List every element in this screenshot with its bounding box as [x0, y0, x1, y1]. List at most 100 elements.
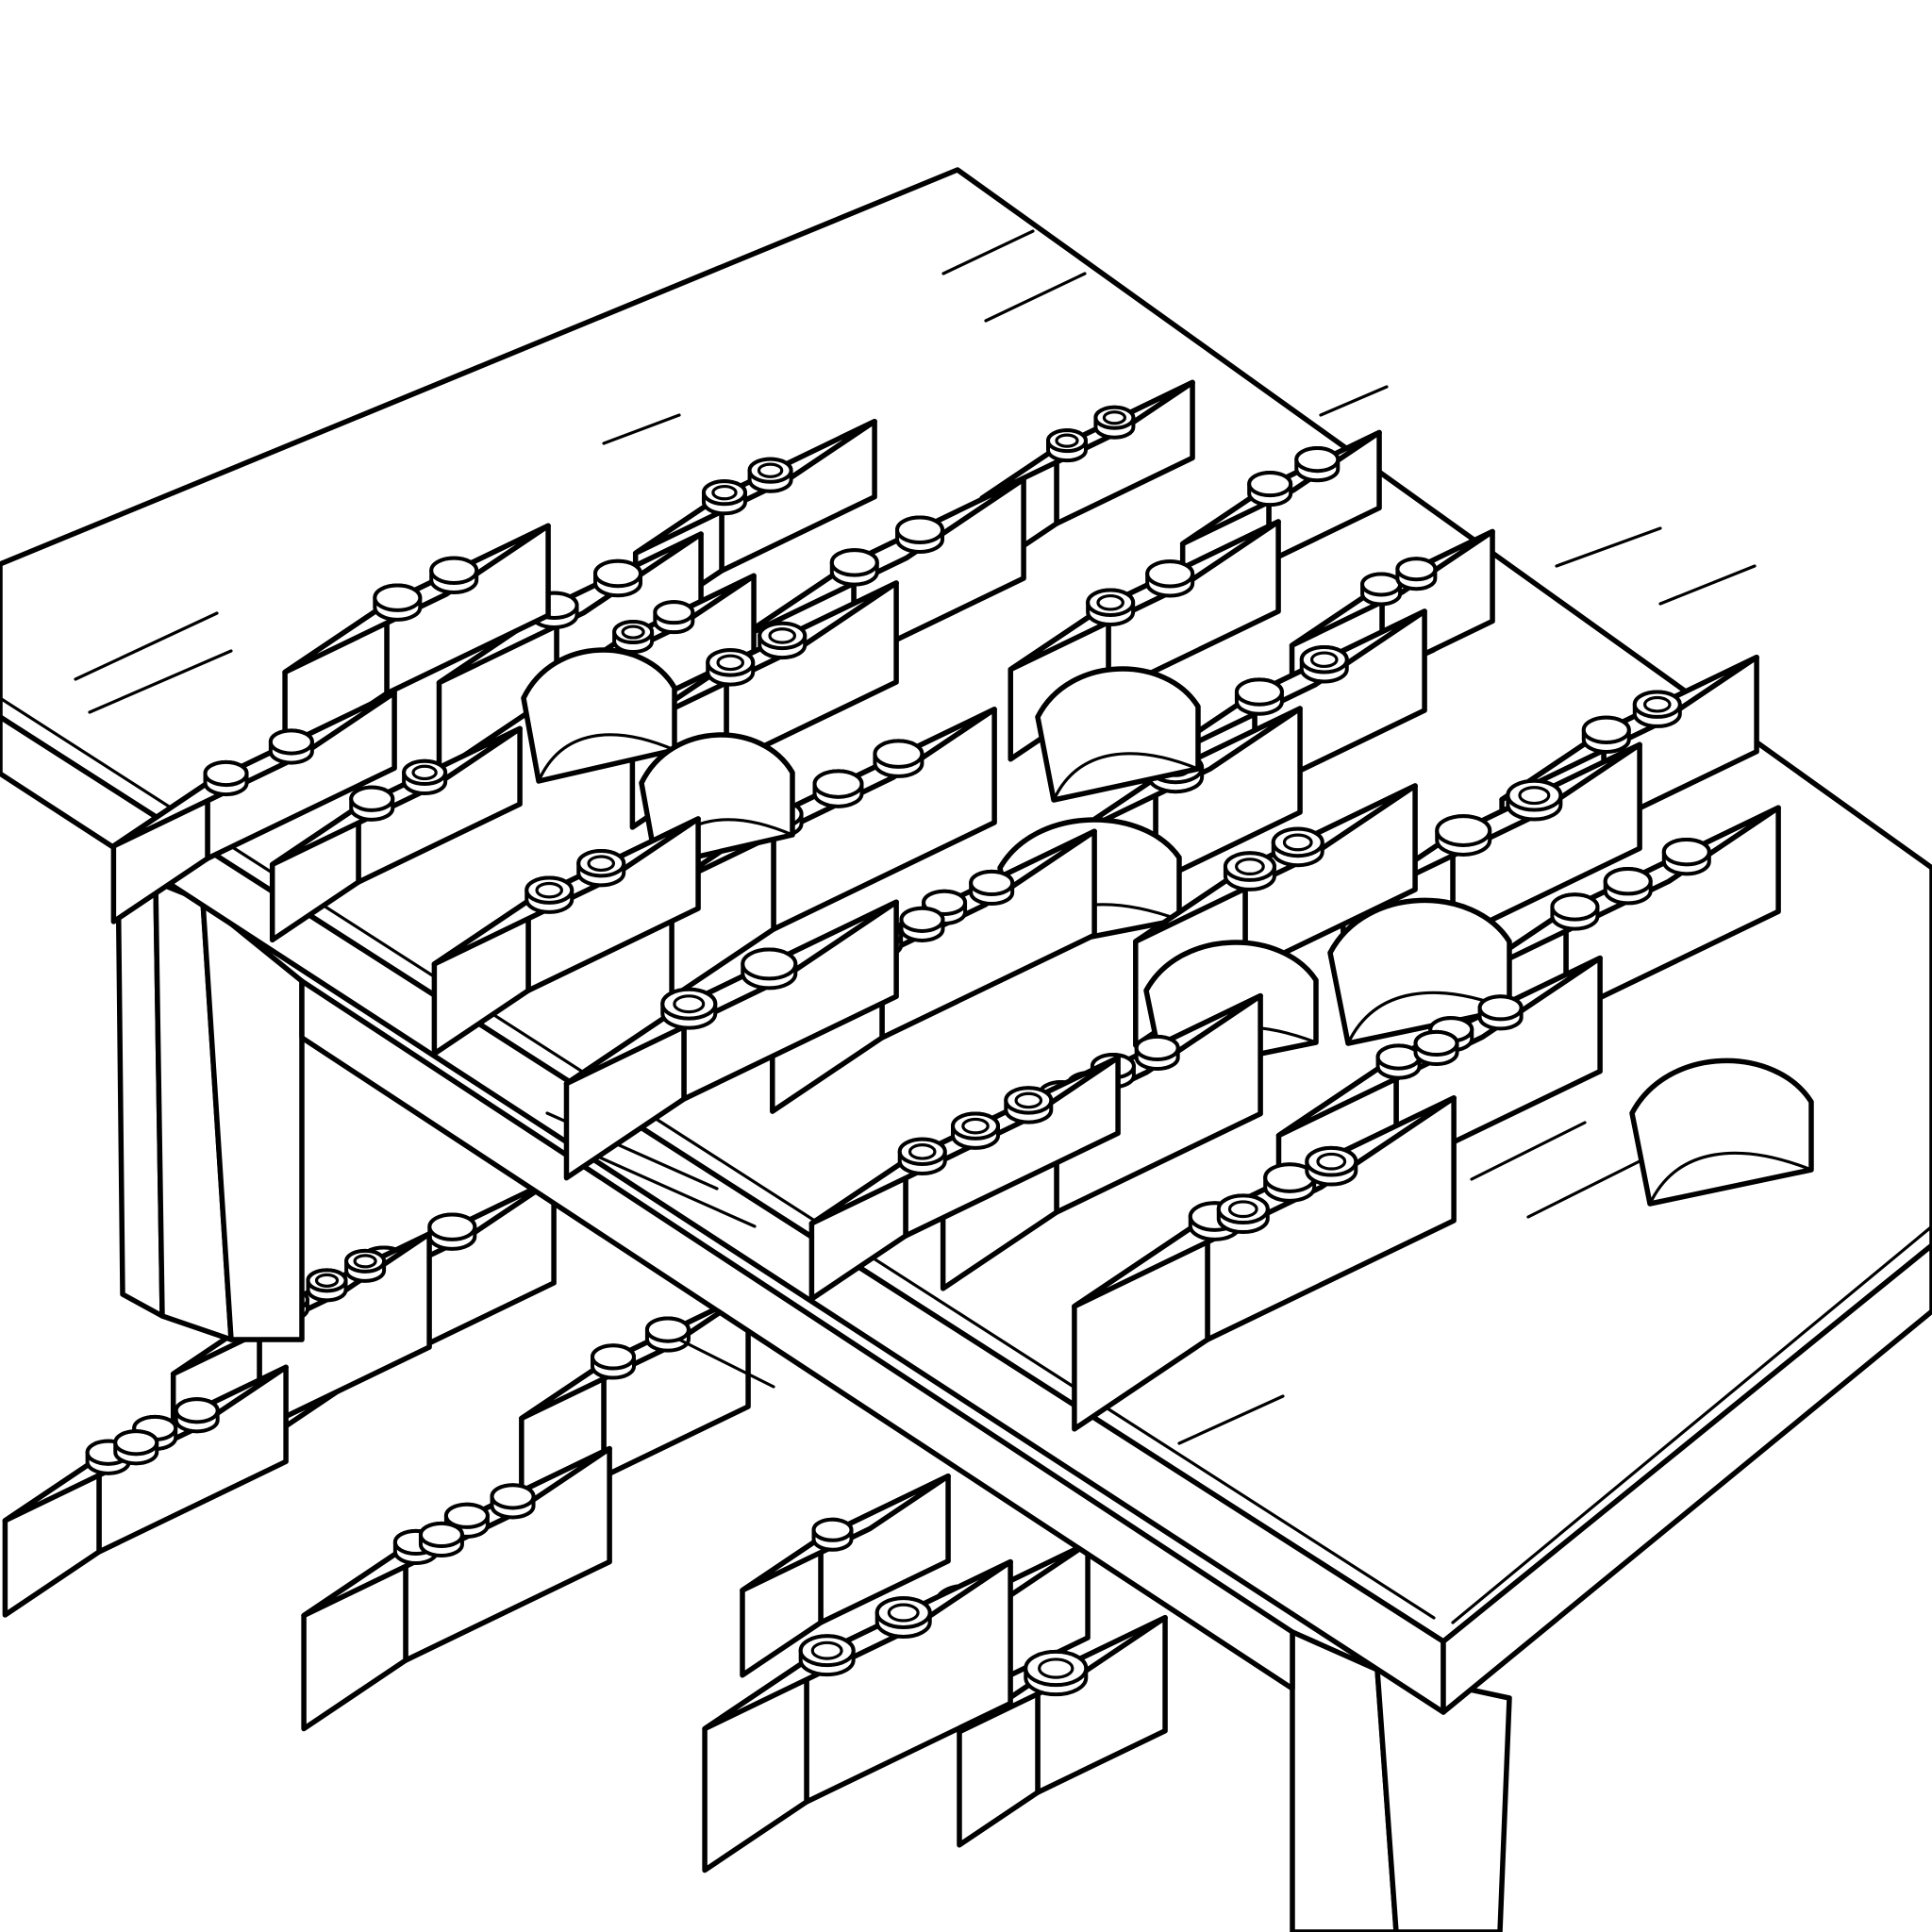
stud-top — [443, 1502, 490, 1529]
brick-stud — [969, 869, 1015, 907]
stud-top — [306, 1268, 348, 1293]
stud-top — [829, 548, 879, 577]
brick-stud — [1024, 1649, 1089, 1697]
slope-surface — [521, 647, 677, 784]
stud-top — [897, 1137, 947, 1167]
brick-stud — [593, 558, 643, 598]
stud-ring — [1642, 695, 1672, 713]
slope-curve-edge — [537, 733, 676, 783]
stud-ring — [1309, 651, 1339, 669]
brick-stud — [811, 1517, 854, 1552]
brick-stud — [268, 728, 314, 765]
table-leg-back-left-inner — [200, 898, 305, 1342]
stud-top — [1086, 588, 1136, 617]
stud-top — [1134, 1034, 1180, 1062]
stud-top — [1093, 405, 1136, 430]
brick-stud — [113, 1429, 159, 1466]
stud-ring — [1282, 833, 1313, 852]
table-leg-front-right-side — [1290, 1629, 1399, 1932]
floor-bricks-back — [170, 1176, 1091, 1769]
stud-top — [798, 1634, 856, 1668]
stud-ring — [757, 462, 784, 478]
brick-stud — [1506, 778, 1563, 822]
wood-grain-stroke — [941, 229, 1035, 275]
stud-top — [701, 479, 747, 507]
stud-top — [174, 1397, 220, 1424]
stud-ring — [810, 1641, 843, 1660]
brick-stud — [344, 1248, 387, 1283]
brick-stud — [1360, 572, 1403, 607]
table-bevel-line — [0, 696, 1436, 1620]
brick-stud — [427, 1212, 477, 1251]
table-top-right-edge — [1441, 1242, 1932, 1715]
stud-top — [373, 583, 423, 612]
stud-top — [1375, 1043, 1422, 1071]
toy-brick — [808, 1055, 1121, 1302]
brick-stud — [747, 457, 793, 493]
stud-top — [1234, 677, 1284, 707]
table-bevel-line-right — [1451, 1224, 1932, 1624]
stud-ring — [1316, 1152, 1347, 1171]
slope-surface — [1629, 1058, 1814, 1207]
brick-stud — [612, 620, 655, 654]
stud-top — [969, 869, 1015, 897]
brick-stud — [829, 548, 879, 587]
brick-stud — [951, 1111, 1001, 1150]
stud-top — [1413, 1029, 1459, 1058]
stud-ring — [1038, 1657, 1074, 1679]
stud-top — [706, 648, 756, 677]
stud-top — [895, 515, 945, 544]
brick-stud — [1263, 1162, 1317, 1203]
brick-stud — [644, 1316, 691, 1353]
stud-top — [203, 759, 249, 788]
stud-ring — [1227, 1200, 1258, 1219]
stud-ring — [716, 654, 745, 672]
stud-top — [1299, 645, 1349, 675]
brick-stud — [429, 556, 479, 594]
brick-stud — [490, 1483, 536, 1520]
brick-stud — [418, 1521, 464, 1558]
toy-brick — [563, 899, 899, 1181]
brick-stud — [660, 987, 718, 1030]
brick-stud — [1223, 851, 1276, 891]
brick-stud — [899, 906, 945, 942]
stud-top — [811, 1517, 854, 1542]
slope-surface — [1327, 897, 1512, 1046]
toy-brick-slope — [1327, 897, 1512, 1046]
brick-stud — [203, 759, 249, 797]
stud-top — [402, 758, 448, 786]
brick-stud — [402, 758, 448, 795]
stud-top — [1506, 778, 1563, 812]
brick-stud — [1271, 826, 1324, 868]
brick-stud — [701, 479, 747, 516]
stud-top — [490, 1483, 536, 1510]
wood-grain-stroke — [984, 272, 1087, 323]
brick-stud — [1086, 588, 1136, 626]
brick-stud — [1134, 1034, 1180, 1072]
slope-curve-edge — [1052, 752, 1200, 802]
stud-ring — [621, 625, 645, 640]
stud-ring — [411, 764, 438, 781]
wood-grain-stroke — [677, 1338, 775, 1389]
floor-bricks-front — [2, 1364, 1168, 1874]
brick-stud — [758, 621, 808, 660]
stud-top — [1145, 559, 1195, 589]
stud-top — [429, 556, 479, 585]
brick-stud — [590, 1343, 636, 1380]
stud-top — [576, 849, 626, 878]
brick-stud — [798, 1634, 856, 1677]
stud-top — [590, 1343, 636, 1371]
toy-brick-slope — [1035, 666, 1201, 803]
brick-stud — [895, 515, 945, 554]
brick-stud — [1247, 470, 1293, 508]
stud-ring — [908, 1143, 937, 1160]
stud-top — [812, 769, 864, 799]
stud-top — [349, 785, 395, 812]
toy-brick — [301, 1445, 612, 1732]
brick-stud — [576, 849, 626, 888]
stud-ring — [1014, 1091, 1043, 1109]
wood-grain-stroke — [1470, 1121, 1587, 1181]
toy-brick — [740, 1474, 951, 1678]
brick-stud — [1477, 994, 1524, 1031]
